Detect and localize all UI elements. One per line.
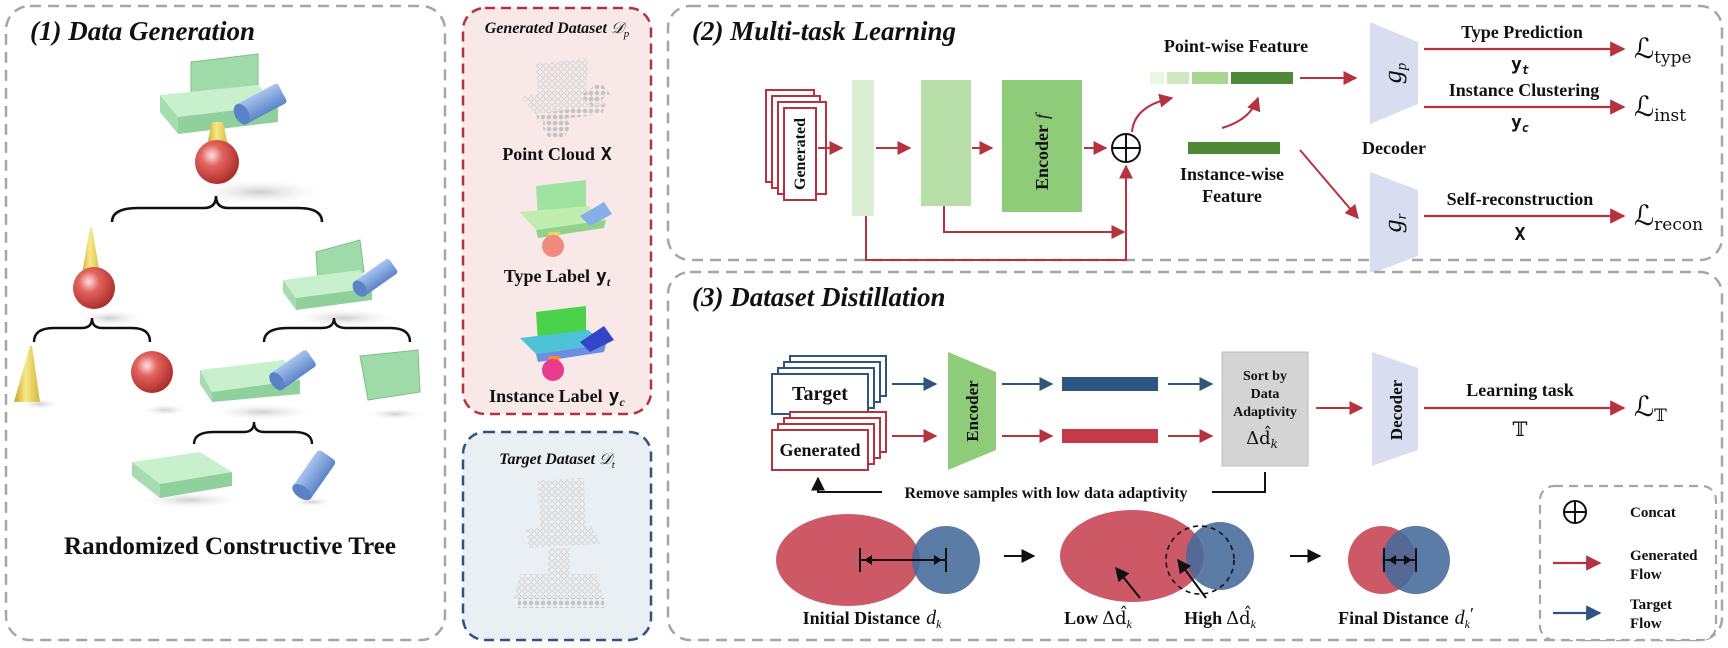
task-instance-target: yc <box>1511 112 1529 135</box>
instancewise-label-1: Instance-wise <box>1180 164 1284 184</box>
learning-task-symbol: 𝕋 <box>1513 417 1528 441</box>
sort-symbol: Δd̂k <box>1246 424 1278 451</box>
final-distance-figure <box>1348 526 1450 594</box>
arrow-instance-to-pointwise <box>1221 96 1261 129</box>
instancewise-feature-bar <box>1188 142 1280 154</box>
brace-level1 <box>110 195 324 223</box>
encoder-p3-label: Encoder <box>963 380 982 442</box>
target-stack-label: Target <box>792 383 848 405</box>
legend-concat-symbol <box>1563 500 1587 524</box>
pointwise-feature-bar <box>1150 72 1293 84</box>
task-instance-clustering: Instance Clustering <box>1449 80 1600 100</box>
legend-target-label-2: Flow <box>1630 616 1662 632</box>
generated-stack-panel3: Generated <box>771 411 887 471</box>
panel3-title: (3) Dataset Distillation <box>692 282 946 312</box>
encoder-p3 <box>948 352 996 470</box>
mid-distance-figure <box>1060 510 1254 602</box>
panel1-caption: Randomized Constructive Tree <box>64 533 396 560</box>
decoder-gr <box>1370 172 1418 274</box>
cone-object <box>14 346 62 410</box>
gr-label: gr <box>1378 213 1410 232</box>
target-feature-bar <box>1062 377 1158 391</box>
legend-box <box>1538 484 1718 642</box>
task-type-prediction: Type Prediction <box>1461 22 1583 42</box>
loss-type: ℒtype <box>1634 32 1692 68</box>
legend-generated-label-1: Generated <box>1630 548 1698 564</box>
plate-cylinder-object-2 <box>200 350 317 421</box>
initial-distance-figure <box>776 514 980 606</box>
skip-connection-layer1 <box>865 164 1133 261</box>
decoder-label: Decoder <box>1362 138 1426 158</box>
composite-object-top <box>160 53 330 206</box>
sort-line-3: Adaptivity <box>1233 405 1297 420</box>
decoder-gp <box>1370 22 1418 124</box>
sphere-object <box>131 351 190 416</box>
generated-stack-label-p3: Generated <box>780 440 861 460</box>
pointwise-feature-label: Point-wise Feature <box>1164 36 1308 56</box>
layer-1 <box>852 80 874 216</box>
panel2-title: (2) Multi-task Learning <box>692 16 956 46</box>
panel1-title: (1) Data Generation <box>30 16 255 46</box>
box-object <box>132 452 245 509</box>
concat-symbol <box>1111 133 1141 163</box>
decoder-p3 <box>1372 352 1418 466</box>
task-self-reconstruction: Self-reconstruction <box>1447 189 1594 209</box>
encoder-f <box>1002 80 1082 212</box>
target-chair-point-cloud <box>514 478 604 608</box>
legend-target-label-1: Target <box>1630 597 1672 613</box>
sort-line-2: Data <box>1251 387 1280 402</box>
type-label-figure <box>520 180 612 257</box>
instance-label-figure <box>520 306 614 381</box>
gp-label: gp <box>1378 62 1410 83</box>
loss-recon: ℒrecon <box>1634 199 1703 235</box>
layer-2 <box>921 80 971 206</box>
instancewise-label-2: Feature <box>1202 186 1262 206</box>
cone-sphere-object <box>73 228 145 327</box>
plate-cylinder-object <box>283 239 400 328</box>
remove-label: Remove samples with low data adaptivity <box>904 485 1187 502</box>
brace-level2-right <box>262 317 412 343</box>
task-type-target: yt <box>1511 54 1529 77</box>
brace-level3 <box>192 421 314 445</box>
remove-label-bg <box>882 481 1212 503</box>
decoder-p3-label: Decoder <box>1387 379 1406 440</box>
legend-generated-label-2: Flow <box>1630 567 1662 583</box>
sort-line-1: Sort by <box>1243 369 1287 384</box>
loss-inst: ℒinst <box>1634 90 1686 126</box>
arrow-concat-to-pointwise <box>1131 93 1174 133</box>
brace-level2-left <box>32 317 152 343</box>
encoder-f-label: Encoderf <box>1032 111 1052 190</box>
legend-concat-label: Concat <box>1630 505 1676 521</box>
cylinder-object <box>290 450 336 507</box>
point-cloud-figure <box>520 58 610 139</box>
generated-stack-label: Generated <box>792 118 809 190</box>
learning-task-label: Learning task <box>1466 380 1574 400</box>
panel-data-generation <box>4 4 447 642</box>
sort-by-adaptivity-box <box>1221 351 1309 467</box>
task-recon-target: X <box>1515 224 1526 245</box>
loss-task: ℒ𝕋 <box>1634 390 1667 426</box>
generated-feature-bar <box>1062 429 1158 443</box>
arrow-to-gr <box>1299 149 1359 220</box>
generated-stack-panel2: Generated <box>765 89 827 201</box>
skip-connection-layer2 <box>943 206 1126 239</box>
wall-object <box>359 349 425 420</box>
target-stack: Target <box>771 355 887 415</box>
